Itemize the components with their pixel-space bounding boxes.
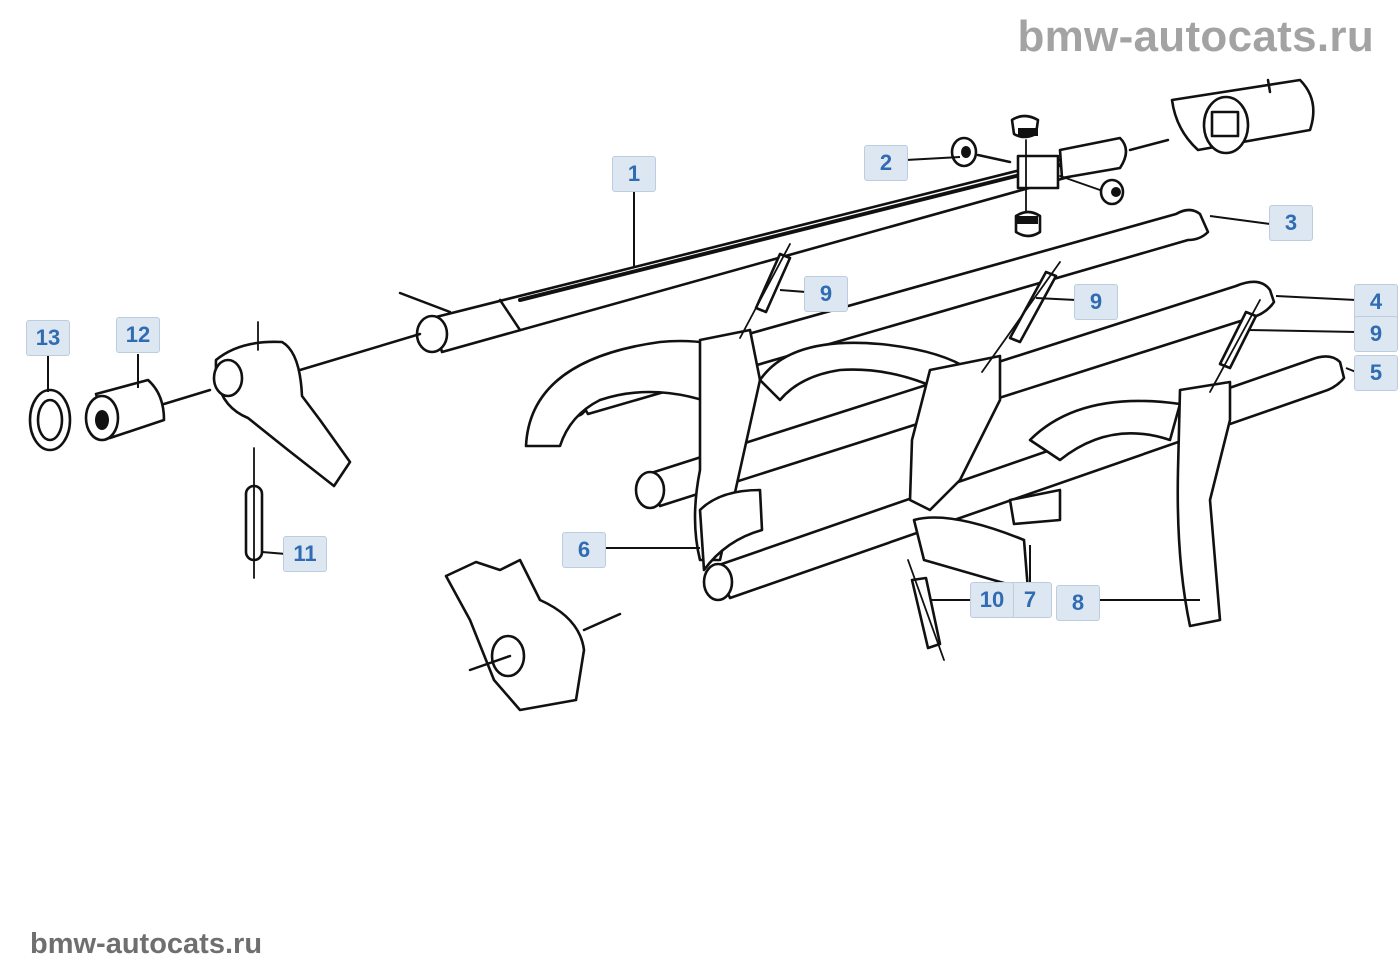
- lower-bracket: [444, 558, 622, 712]
- callout-2[interactable]: 2: [864, 145, 908, 181]
- shift-fork-7: [758, 341, 1031, 600]
- callout-11[interactable]: 11: [283, 536, 327, 572]
- pin-11: [244, 447, 264, 579]
- callout-8[interactable]: 8: [1056, 585, 1100, 621]
- seal-ring-13: [28, 388, 72, 452]
- leader-lines: [47, 156, 1357, 601]
- callout-10[interactable]: 10: [970, 582, 1014, 618]
- callout-4[interactable]: 4: [1354, 284, 1398, 320]
- shift-rod-1: [398, 136, 1128, 354]
- roll-pin-9b: [981, 261, 1061, 373]
- watermark-bottom: bmw-autocats.ru: [30, 928, 263, 960]
- selector-arm: [212, 321, 422, 488]
- detent-parts-2: [950, 114, 1125, 238]
- shift-fork-8: [1008, 380, 1232, 628]
- roll-pin-9a: [739, 243, 792, 339]
- roll-pin-9c: [1209, 299, 1261, 393]
- shift-fork-6: [524, 328, 764, 572]
- callout-9c[interactable]: 9: [1354, 316, 1398, 352]
- callout-9b[interactable]: 9: [1074, 284, 1118, 320]
- callout-3[interactable]: 3: [1269, 205, 1313, 241]
- sleeve-12: [84, 378, 212, 442]
- roll-pin-10: [907, 559, 945, 661]
- selector-sleeve: [1128, 78, 1315, 155]
- callout-1[interactable]: 1: [612, 156, 656, 192]
- callout-9a[interactable]: 9: [804, 276, 848, 312]
- callout-5[interactable]: 5: [1354, 355, 1398, 391]
- callout-13[interactable]: 13: [26, 320, 70, 356]
- callout-12[interactable]: 12: [116, 317, 160, 353]
- callout-7[interactable]: 7: [1008, 582, 1052, 618]
- watermark-top: bmw-autocats.ru: [1017, 12, 1374, 61]
- callout-6[interactable]: 6: [562, 532, 606, 568]
